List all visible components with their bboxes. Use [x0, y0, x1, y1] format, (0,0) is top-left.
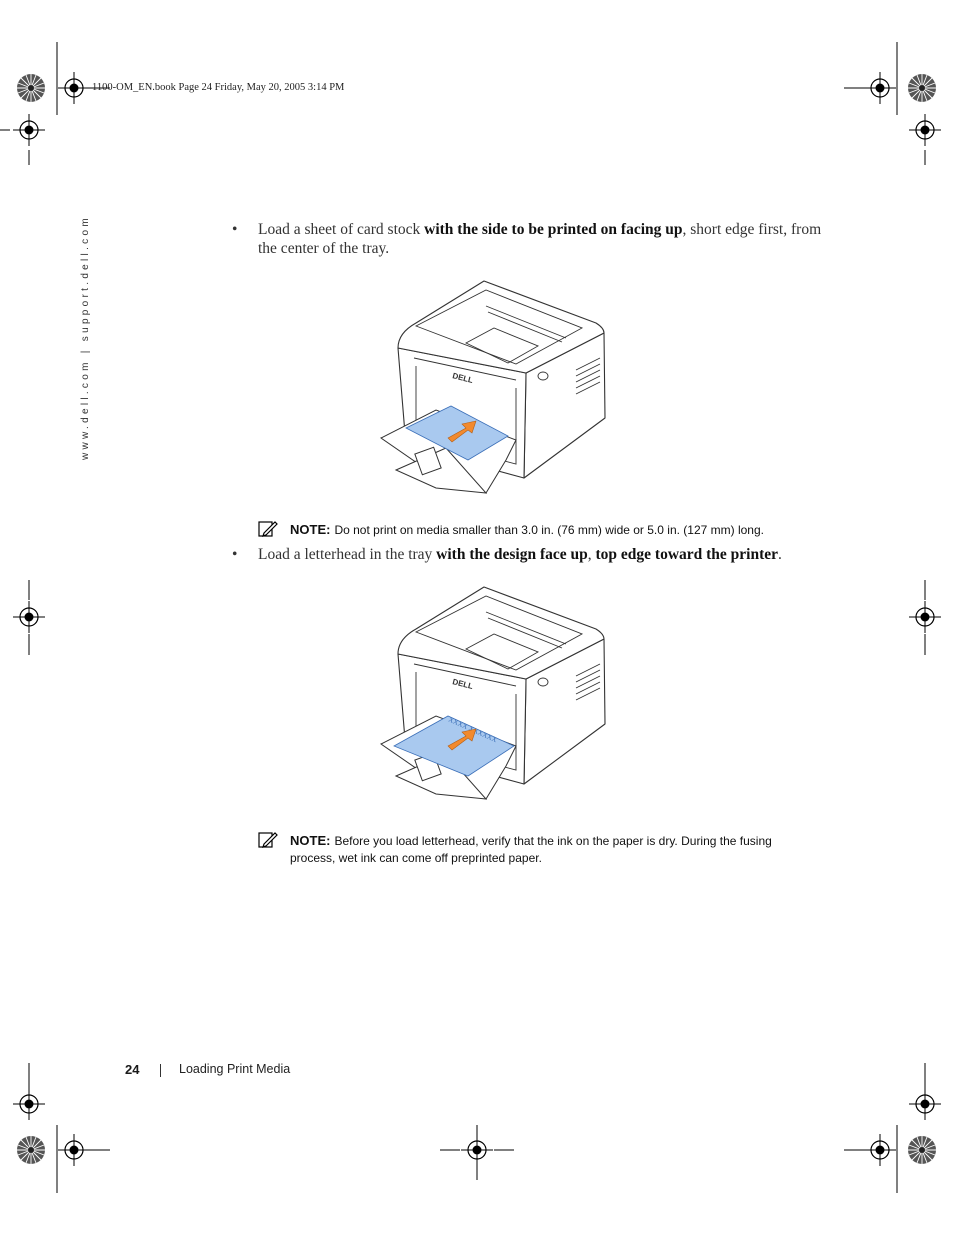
book-info-slug: 1100-OM_EN.book Page 24 Friday, May 20, …: [92, 82, 345, 93]
starburst-mark-icon: [16, 73, 46, 103]
bullet-text-part: , short edge first, from the center of t…: [258, 221, 822, 257]
note-text: Before you load letterhead, verify that …: [290, 834, 772, 865]
registration-mark-icon: [12, 600, 46, 634]
starburst-mark-icon: [907, 73, 937, 103]
bullet-text: Load a sheet of card stock with the side…: [258, 220, 822, 258]
bullet-bold-text: with the design face up: [436, 546, 588, 563]
pencil-note-icon: [258, 832, 278, 848]
note-letterhead-ink: NOTE:Before you load letterhead, verify …: [258, 832, 818, 867]
registration-mark-icon: [863, 1133, 897, 1167]
registration-mark-icon: [863, 71, 897, 105]
registration-mark-icon: [57, 1133, 91, 1167]
bullet-text-part: .: [778, 546, 782, 563]
registration-mark-icon: [12, 113, 46, 147]
footer-section-title: Loading Print Media: [179, 1062, 291, 1076]
registration-mark-icon: [908, 1087, 942, 1121]
feed-direction-arrow: [447, 420, 477, 443]
page-number: 24: [125, 1062, 140, 1077]
bullet-card-stock: • Load a sheet of card stock with the si…: [232, 220, 822, 258]
note-label: NOTE:: [290, 522, 331, 537]
bullet-text-part: ,: [587, 546, 596, 563]
starburst-mark-icon: [907, 1135, 937, 1165]
bullet-bold-text: top edge toward the printer: [595, 546, 779, 563]
registration-mark-icon: [460, 1133, 494, 1167]
starburst-mark-icon: [16, 1135, 46, 1165]
bullet-bold-text: with the side to be printed on facing up: [424, 221, 683, 238]
bullet-text-part: Load a sheet of card stock: [258, 221, 425, 238]
registration-mark-icon: [57, 71, 91, 105]
footer-divider: [160, 1064, 161, 1077]
note-media-size: NOTE:Do not print on media smaller than …: [258, 521, 818, 539]
registration-mark-icon: [12, 1087, 46, 1121]
bullet-symbol: •: [232, 546, 238, 563]
note-label: NOTE:: [290, 833, 331, 848]
bullet-text-part: Load a letterhead in the tray: [258, 546, 437, 563]
feed-direction-arrow: [447, 728, 477, 751]
printer-letterhead-illustration: DELL XXXX XXXXXX: [380, 586, 606, 800]
bullet-symbol: •: [232, 221, 238, 238]
sidebar-url: www.dell.com | support.dell.com: [80, 215, 91, 460]
registration-mark-icon: [908, 113, 942, 147]
bullet-letterhead: • Load a letterhead in the tray with the…: [232, 545, 822, 564]
printer-card-stock-illustration: DELL: [380, 280, 606, 494]
note-text: Do not print on media smaller than 3.0 i…: [334, 523, 764, 537]
bullet-text: Load a letterhead in the tray with the d…: [258, 545, 822, 564]
pencil-note-icon: [258, 521, 278, 537]
registration-mark-icon: [908, 600, 942, 634]
